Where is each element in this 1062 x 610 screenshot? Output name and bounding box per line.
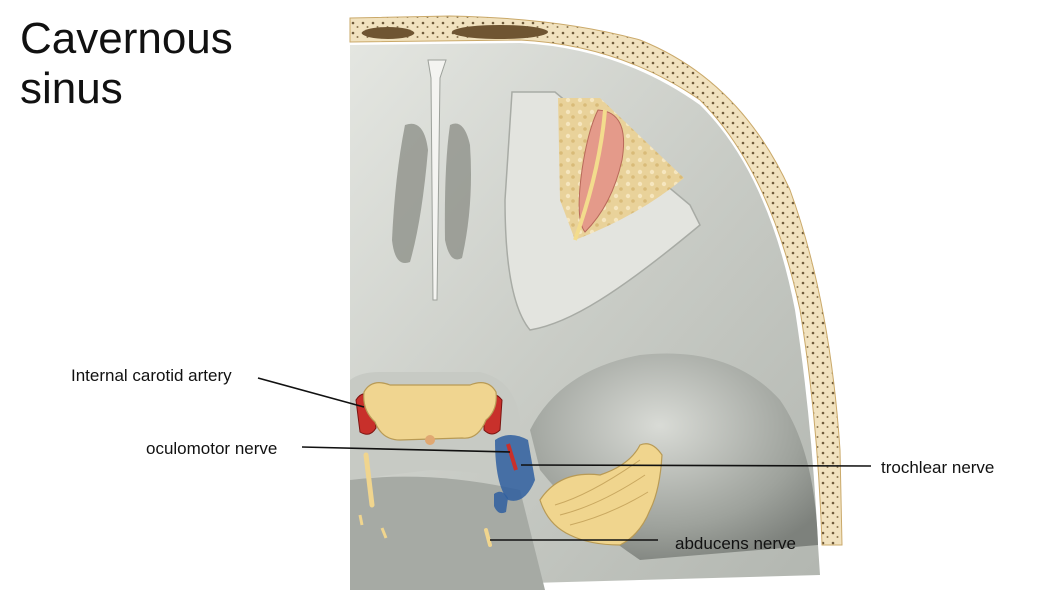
frontal-sinus-right — [452, 25, 548, 39]
left-small-stub-2 — [380, 527, 388, 539]
label-abducens-nerve: abducens nerve — [675, 534, 796, 553]
cavernous-sinus-lower — [494, 491, 508, 514]
skull-bone-rim — [349, 15, 843, 546]
orbit-muscle — [578, 109, 625, 233]
page-title: Cavernous sinus — [20, 14, 233, 113]
pituitary-stalk — [425, 435, 435, 445]
left-nerve-stub — [363, 452, 375, 508]
crista-galli — [427, 59, 447, 301]
label-trochlear-nerve: trochlear nerve — [881, 458, 995, 477]
left-small-stub-1 — [358, 514, 364, 526]
label-internal-carotid-artery: Internal carotid artery — [71, 366, 232, 385]
frontal-sinus-left — [362, 27, 414, 39]
cribriform-plate-right — [444, 123, 471, 260]
cribriform-plate-left — [392, 123, 428, 264]
trigeminal-ganglion — [539, 443, 663, 546]
orbit-nerve — [573, 109, 607, 241]
label-oculomotor-nerve: oculomotor nerve — [146, 439, 278, 458]
abducens-stub — [484, 528, 492, 547]
sella-turcica — [363, 382, 497, 441]
